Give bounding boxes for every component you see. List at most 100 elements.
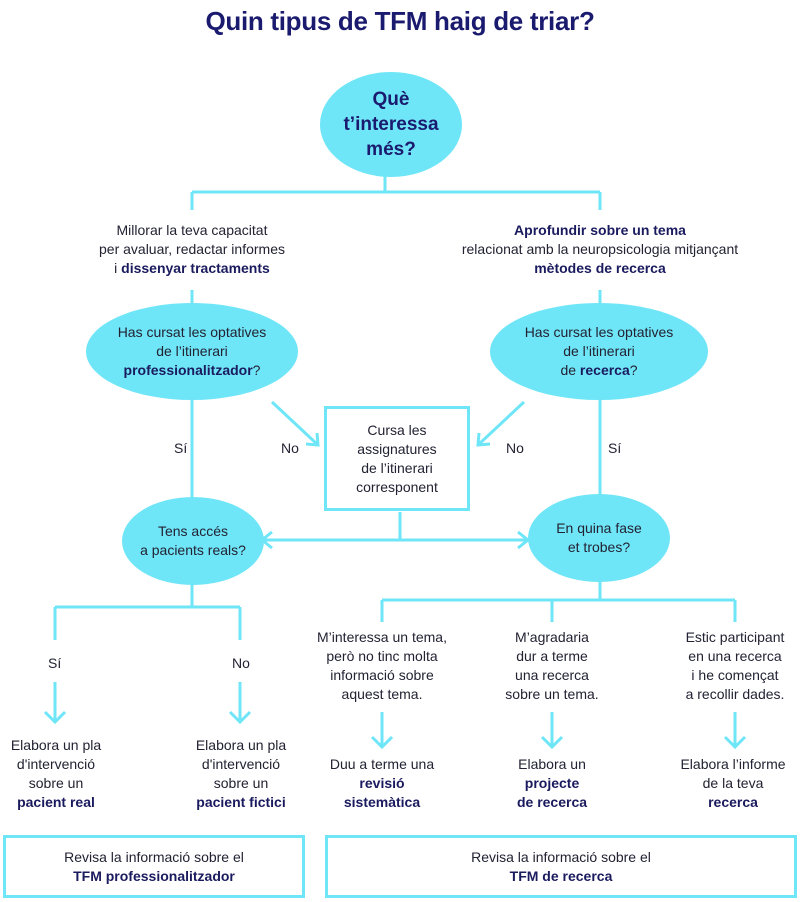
text-line: en una recerca bbox=[688, 648, 782, 664]
text-line: Has cursat les optatives bbox=[117, 324, 267, 340]
text-line: Elabora un pla bbox=[10, 737, 102, 753]
phase-option: Estic participant en una recerca i he co… bbox=[660, 628, 800, 704]
text-line: Estic participant bbox=[685, 629, 785, 645]
start-line: més? bbox=[366, 139, 416, 160]
text-line: TFM de recerca bbox=[510, 867, 613, 886]
text-line: TFM professionalitzador bbox=[73, 867, 235, 886]
start-line: t’interessa bbox=[343, 114, 439, 135]
outcome-real-patient: Elabora un pla d'intervenció sobre un pa… bbox=[0, 736, 112, 812]
text-line: a recollir dades. bbox=[685, 686, 785, 702]
text-line: recerca bbox=[668, 793, 798, 812]
text-line: i dissenyar tractaments bbox=[82, 259, 302, 278]
center-box: Cursa les assignatures de l’itinerari co… bbox=[324, 406, 470, 511]
arrowhead bbox=[723, 735, 747, 750]
question-left-oval: Has cursat les optatives de l’itinerari … bbox=[86, 303, 298, 400]
text-line: de l’itinerari bbox=[361, 459, 433, 476]
text-line: Duu a terme una bbox=[329, 756, 435, 772]
arrowhead bbox=[228, 710, 252, 725]
text-line: de l’itinerari bbox=[563, 343, 635, 359]
text-line: sobre un bbox=[28, 775, 84, 791]
text-line: d'intervenció bbox=[201, 756, 281, 772]
text-line: d'intervenció bbox=[16, 756, 96, 772]
connector-line bbox=[476, 400, 526, 447]
patients-oval: Tens accés a pacients reals? bbox=[122, 497, 264, 585]
text-line: En quina fase bbox=[556, 520, 642, 536]
text-bold: Aprofundir sobre un tema bbox=[514, 222, 686, 238]
text-bold: mètodes de recerca bbox=[534, 260, 666, 276]
text-line: sistemàtica bbox=[312, 793, 452, 812]
text-line: Elabora l’informe bbox=[680, 756, 786, 772]
text-bold: pacient fictici bbox=[196, 794, 286, 810]
text-line: una recerca bbox=[515, 667, 589, 683]
arrowhead bbox=[540, 735, 564, 750]
text-line: Has cursat les optatives bbox=[524, 324, 674, 340]
text-line: però no tinc molta bbox=[326, 648, 438, 664]
text-line: Millorar la teva capacitat bbox=[116, 222, 268, 238]
text-line: de recerca bbox=[492, 793, 612, 812]
text-span: ? bbox=[252, 362, 261, 378]
label-si: Sí bbox=[608, 440, 622, 456]
text-line: Elabora un bbox=[518, 756, 586, 772]
label-no: No bbox=[506, 440, 524, 456]
text-bold: TFM professionalitzador bbox=[73, 867, 235, 884]
text-line: Cursa les assignatures bbox=[357, 421, 437, 457]
text-line: i he començat bbox=[691, 667, 779, 683]
outcome-research-project: Elabora un projecte de recerca bbox=[492, 755, 612, 812]
arrowhead bbox=[476, 432, 491, 447]
outcome-systematic-review: Duu a terme una revisió sistemàtica bbox=[312, 755, 452, 812]
footer-research-box: Revisa la informació sobre el TFM de rec… bbox=[325, 835, 797, 898]
text-bold: revisió bbox=[359, 775, 405, 791]
text-line: corresponent bbox=[356, 478, 438, 495]
text-line: M’interessa un tema, bbox=[317, 629, 447, 645]
outcome-research-report: Elabora l’informe de la teva recerca bbox=[668, 755, 798, 812]
text-line: de l’itinerari bbox=[156, 343, 228, 359]
text-line: de recerca? bbox=[525, 361, 674, 380]
question-right-oval: Has cursat les optatives de l’itinerari … bbox=[490, 303, 708, 400]
text-line: Tens accés bbox=[157, 523, 229, 539]
arrowhead bbox=[305, 432, 320, 447]
text-bold: dissenyar tractaments bbox=[121, 260, 270, 276]
connector-line bbox=[270, 400, 320, 447]
text-line: revisió bbox=[312, 774, 452, 793]
text-line: sobre un tema. bbox=[505, 686, 599, 702]
text-line: dur a terme bbox=[516, 648, 588, 664]
text-bold: TFM de recerca bbox=[509, 867, 613, 884]
text-line: projecte bbox=[492, 774, 612, 793]
text-bold: recerca bbox=[708, 794, 758, 810]
text-span: de bbox=[560, 362, 580, 378]
text-line: et trobes? bbox=[567, 539, 631, 555]
label-si: Sí bbox=[174, 440, 188, 456]
start-oval: Què t’interessa més? bbox=[320, 72, 462, 177]
text-line: informació sobre bbox=[330, 667, 434, 683]
footer-professional-box: Revisa la informació sobre el TFM profes… bbox=[3, 835, 305, 898]
text-line: mètodes de recerca bbox=[450, 259, 750, 278]
text-span: i bbox=[114, 260, 122, 276]
text-line: professionalitzador? bbox=[118, 361, 267, 380]
text-line: pacient real bbox=[0, 793, 112, 812]
arrowhead bbox=[370, 735, 394, 750]
text-span: ? bbox=[629, 362, 638, 378]
text-line: per avaluar, redactar informes bbox=[99, 241, 285, 257]
arrowhead bbox=[43, 710, 67, 725]
text-line: M’agradaria bbox=[515, 629, 589, 645]
text-bold: professionalitzador bbox=[123, 362, 253, 378]
label-no: No bbox=[281, 440, 299, 456]
text-line: aquest tema. bbox=[341, 686, 423, 702]
outcome-ficticious-patient: Elabora un pla d'intervenció sobre un pa… bbox=[180, 736, 302, 812]
text-line: de la teva bbox=[702, 775, 764, 791]
start-line: Què bbox=[372, 89, 410, 110]
right-branch-text: Aprofundir sobre un tema relacionat amb … bbox=[450, 221, 750, 278]
phase-option: M’interessa un tema, però no tinc molta … bbox=[302, 628, 462, 704]
text-bold: de recerca bbox=[516, 794, 588, 810]
label-no: No bbox=[232, 655, 250, 671]
phase-option: M’agradaria dur a terme una recerca sobr… bbox=[482, 628, 622, 704]
text-bold: sistemàtica bbox=[343, 794, 421, 810]
text-line: Elabora un pla bbox=[195, 737, 287, 753]
label-si: Sí bbox=[48, 655, 62, 671]
text-line: a pacients reals? bbox=[140, 542, 246, 558]
phase-oval: En quina fase et trobes? bbox=[528, 494, 670, 582]
text-line: Revisa la informació sobre el bbox=[471, 848, 651, 865]
text-line: sobre un bbox=[213, 775, 269, 791]
page-title: Quin tipus de TFM haig de triar? bbox=[205, 6, 595, 36]
